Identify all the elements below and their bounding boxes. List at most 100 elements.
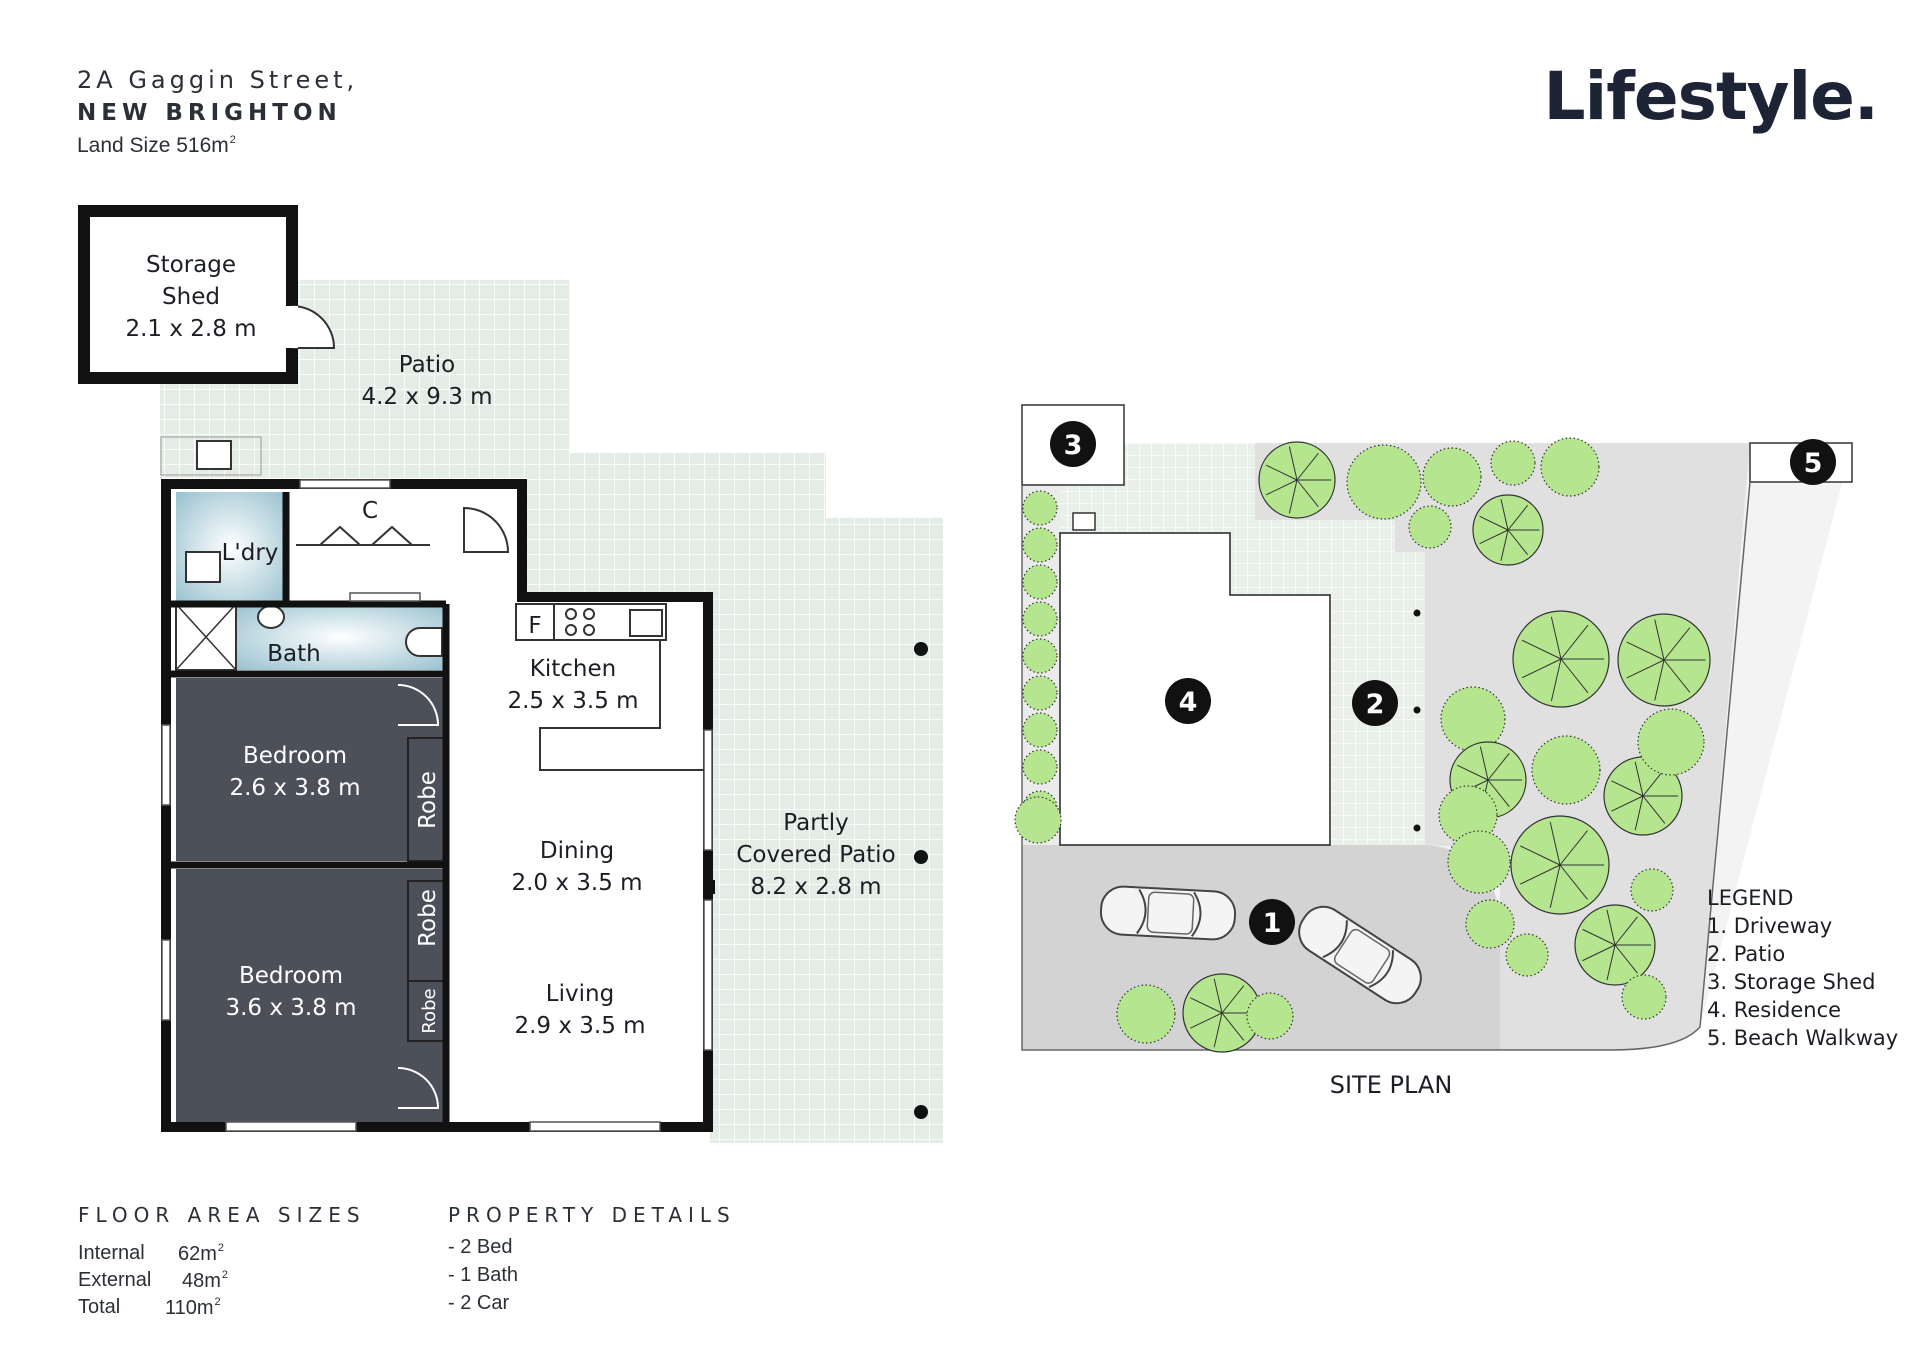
site-markers: 1 2 3 4 5	[1050, 421, 1836, 945]
tree	[1408, 505, 1452, 549]
shed-door	[291, 305, 336, 349]
legend-item-5: 5. Beach Walkway	[1707, 1026, 1898, 1050]
land-size: Land Size 516m2	[77, 134, 236, 158]
interior-walls	[171, 492, 450, 1123]
trees	[1014, 437, 1711, 1053]
label-bedroom-1: Bedroom	[243, 743, 347, 769]
laundry-area	[176, 492, 286, 604]
floor-area-value-total: 110m2	[165, 1296, 221, 1320]
closet-doors	[296, 525, 430, 546]
tree	[1440, 686, 1506, 752]
legend: LEGEND 1. Driveway 2. Patio 3. Storage S…	[1707, 886, 1898, 1050]
tree	[1022, 527, 1058, 563]
label-patio-size: 4.2 x 9.3 m	[361, 384, 492, 410]
tree	[1246, 992, 1294, 1040]
robe-2	[407, 880, 447, 982]
label-storage-size: 2.1 x 2.8 m	[125, 316, 256, 342]
patio-sink	[196, 440, 232, 470]
label-bedroom-1-size: 2.6 x 3.8 m	[229, 775, 360, 801]
internal-sup: 2	[217, 1242, 225, 1254]
robe-1	[407, 737, 447, 862]
label-patio: Patio	[399, 352, 455, 378]
total-value: 110m	[165, 1297, 214, 1319]
floor-area-title: FLOOR AREA SIZES	[78, 1203, 366, 1227]
kitchen-island	[539, 640, 704, 771]
floor-area-label-total: Total	[78, 1296, 121, 1318]
legend-item-4: 4. Residence	[1707, 998, 1841, 1022]
site-plan-title: SITE PLAN	[1330, 1071, 1453, 1099]
tree	[1022, 675, 1058, 711]
tree	[1422, 447, 1482, 507]
floor-area-value-external: 48m2	[182, 1269, 228, 1293]
patio-area	[160, 280, 943, 1143]
label-storage-2: Shed	[162, 284, 220, 310]
entry-door	[463, 506, 510, 553]
bedroom-2	[176, 869, 446, 1123]
tree	[1022, 601, 1058, 637]
legend-item-2: 2. Patio	[1707, 942, 1785, 966]
marker-4: 4	[1179, 687, 1198, 718]
label-kitchen: Kitchen	[530, 656, 616, 682]
external-value: 48m	[182, 1270, 221, 1292]
legend-item-3: 3. Storage Shed	[1707, 970, 1875, 994]
label-bedroom-2: Bedroom	[239, 963, 343, 989]
post	[914, 642, 928, 656]
cooktop	[565, 608, 595, 636]
tree	[1505, 933, 1549, 977]
internal-value: 62m	[178, 1243, 217, 1265]
floor-area-label-external: External	[78, 1269, 152, 1291]
property-item-car: - 2 Car	[448, 1292, 510, 1314]
label-covered-2: Covered Patio	[736, 842, 895, 868]
brand-logo: Lifestyle.	[1543, 58, 1879, 135]
site-plan: 1 2 3 4 5 SITE PLAN LEGEND 1. Driveway 2…	[1014, 404, 1898, 1099]
tree	[1621, 974, 1667, 1020]
floor-area-label-internal: Internal	[78, 1242, 145, 1264]
tree	[1022, 712, 1058, 748]
bedroom-1-door	[397, 684, 440, 726]
post	[914, 1105, 928, 1119]
tree	[1014, 796, 1062, 844]
tree	[1022, 490, 1058, 526]
property-item-bed: - 2 Bed	[448, 1236, 513, 1258]
land-size-unit: 2	[229, 134, 236, 146]
label-robe-1: Robe	[415, 771, 441, 829]
floor-plan-labels: Storage Shed 2.1 x 2.8 m Patio 4.2 x 9.3…	[125, 252, 895, 1039]
label-robe-2: Robe	[415, 889, 441, 947]
bedroom-2-door	[397, 1067, 440, 1109]
tree	[1630, 868, 1674, 912]
label-storage-1: Storage	[146, 252, 236, 278]
tree	[1465, 899, 1515, 949]
tree	[1637, 708, 1705, 776]
label-dining-size: 2.0 x 3.5 m	[511, 870, 642, 896]
external-sup: 2	[221, 1269, 229, 1281]
label-bedroom-2-size: 3.6 x 3.8 m	[225, 995, 356, 1021]
marker-2: 2	[1366, 689, 1385, 720]
property-item-bath: - 1 Bath	[448, 1264, 519, 1286]
floor-plan	[78, 205, 943, 1143]
tree	[1531, 735, 1601, 805]
tree	[1540, 437, 1600, 497]
marker-1: 1	[1263, 908, 1282, 939]
tree	[1022, 638, 1058, 674]
label-living-size: 2.9 x 3.5 m	[514, 1013, 645, 1039]
kitchen-sink	[629, 609, 663, 637]
label-kitchen-size: 2.5 x 3.5 m	[507, 688, 638, 714]
floor-area-value-internal: 62m2	[178, 1242, 224, 1266]
windows	[161, 479, 713, 1132]
tree	[1346, 444, 1422, 520]
basin	[257, 605, 285, 629]
label-covered-size: 8.2 x 2.8 m	[750, 874, 881, 900]
car-1	[1099, 885, 1237, 941]
tree	[1447, 830, 1511, 894]
total-sup: 2	[214, 1296, 221, 1308]
car-2	[1298, 905, 1422, 1005]
tree	[1022, 564, 1058, 600]
label-dining: Dining	[540, 838, 614, 864]
post	[914, 850, 928, 864]
marker-3: 3	[1064, 430, 1083, 461]
label-covered-1: Partly	[783, 810, 848, 836]
label-living: Living	[546, 981, 614, 1007]
tree	[1490, 440, 1536, 486]
property-details-title: PROPERTY DETAILS	[448, 1203, 736, 1227]
